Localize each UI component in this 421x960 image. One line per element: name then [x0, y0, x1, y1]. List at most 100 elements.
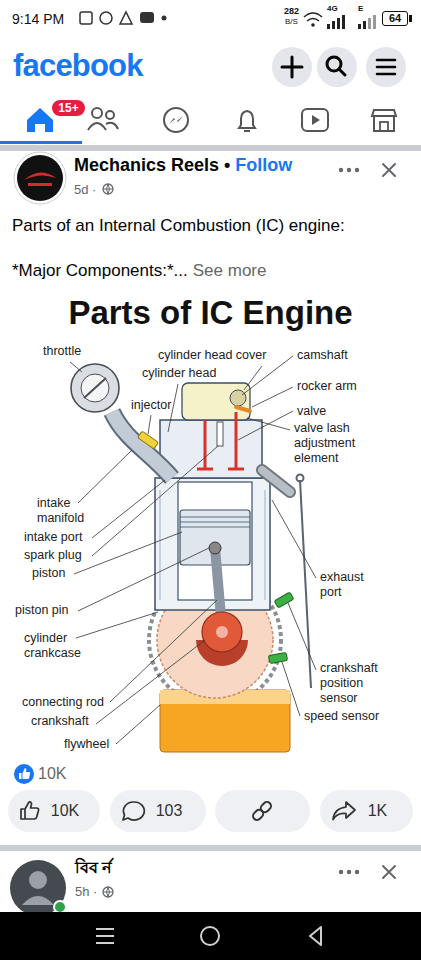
nav-icons — [92, 108, 102, 118]
status-icons — [337, 18, 340, 29]
follow-link: Follow — [235, 155, 292, 177]
leader-lines — [96, 640, 205, 724]
engine-illustration — [236, 407, 250, 411]
part-label: speed sensor — [304, 709, 379, 724]
author-avatar — [10, 860, 66, 916]
leader-lines — [116, 705, 160, 744]
like-button: 10K — [8, 790, 100, 832]
like-button-icon — [21, 802, 39, 819]
engine-illustration — [209, 542, 221, 554]
copy-link-button — [251, 800, 272, 821]
post-menu — [347, 870, 351, 874]
part-label: cylinder head cover — [158, 348, 266, 363]
engine-illustration — [268, 652, 287, 663]
part-label: piston — [32, 566, 65, 581]
status-icons — [342, 15, 345, 29]
leader-lines — [148, 415, 151, 434]
globe-icon — [103, 184, 113, 194]
post-menu — [339, 870, 343, 874]
see-more-link: See more — [193, 261, 267, 281]
part-label: connecting rod — [22, 695, 104, 710]
author-name: বিব র্ন — [75, 858, 112, 877]
separator-dot: • — [224, 155, 230, 177]
engine-illustration — [71, 364, 119, 412]
engine-illustration — [155, 478, 270, 610]
like-icon — [14, 764, 34, 784]
leader-lines — [252, 387, 293, 407]
engine-illustration — [160, 690, 290, 752]
nav-icons — [372, 110, 396, 131]
network-type: 4G — [327, 4, 338, 14]
status-time: 9:14 PM — [12, 11, 64, 28]
author-avatar — [54, 901, 66, 913]
part-label: rocker arm — [297, 379, 357, 394]
nav-icons — [27, 108, 53, 132]
like-icon — [19, 768, 30, 779]
system-nav-bar — [96, 929, 114, 943]
leader-lines — [74, 532, 182, 574]
status-icons — [358, 24, 361, 29]
engine-illustration — [71, 364, 311, 752]
engine-illustration — [274, 592, 294, 608]
engine-illustration — [112, 412, 172, 478]
status-icons — [363, 21, 366, 29]
status-icons — [80, 12, 92, 24]
globe-icon — [103, 184, 113, 194]
globe-icon — [103, 887, 113, 897]
post-text: *Major Components:*... — [12, 261, 188, 281]
author-avatar — [10, 860, 66, 916]
nav-icons — [106, 123, 118, 129]
status-icons — [304, 13, 322, 21]
nav-icons — [88, 123, 106, 130]
copy-link-button — [259, 800, 272, 813]
engine-illustration — [297, 475, 304, 482]
comment-button: 103 — [110, 790, 206, 832]
diagram-title: Parts of IC Engine — [0, 293, 421, 333]
engine-illustration — [112, 412, 172, 478]
system-nav-bar — [201, 927, 219, 945]
leader-lines — [92, 446, 218, 556]
leader-lines — [78, 548, 209, 611]
header-buttons — [366, 47, 406, 87]
engine-illustration — [81, 374, 109, 402]
share-button-icon — [333, 802, 355, 820]
header-buttons — [272, 47, 312, 87]
engine-illustration — [180, 517, 250, 527]
globe-icon — [103, 887, 113, 897]
page-avatar — [17, 155, 63, 201]
status-icons — [327, 24, 330, 29]
leader-lines — [247, 418, 290, 430]
leader-lines — [70, 356, 316, 744]
notification-badge: 15+ — [50, 98, 87, 118]
leader-lines — [76, 612, 158, 638]
system-nav-bar — [310, 927, 321, 945]
engine-illustration — [262, 470, 290, 492]
status-icons — [311, 23, 315, 27]
nav-icons — [169, 116, 183, 124]
button-text: 15+ — [58, 102, 78, 114]
post-menu — [347, 168, 351, 172]
post-menu — [339, 168, 343, 172]
part-label: valve — [297, 404, 326, 419]
leader-lines — [288, 603, 316, 670]
page-avatar — [28, 183, 52, 186]
divider-band — [0, 145, 421, 151]
post-menu — [339, 164, 395, 176]
part-label: injector — [131, 398, 171, 413]
status-icons — [100, 12, 112, 24]
leader-lines — [70, 362, 82, 372]
author-avatar — [29, 871, 47, 889]
share-button-icon — [333, 802, 355, 820]
page-name: Mechanics Reels — [74, 155, 219, 177]
part-label: piston pin — [15, 603, 69, 618]
copy-link-button — [215, 790, 310, 832]
part-label: intake manifold — [37, 496, 99, 526]
button-text: 103 — [156, 803, 183, 819]
part-label: cylinder head — [142, 366, 216, 381]
status-unit: B/S — [285, 17, 298, 27]
part-label: flywheel — [64, 737, 109, 752]
part-label: intake port — [24, 530, 82, 545]
header-buttons — [377, 60, 395, 74]
comment-button-icon — [123, 802, 144, 820]
nav-icons — [244, 130, 250, 132]
